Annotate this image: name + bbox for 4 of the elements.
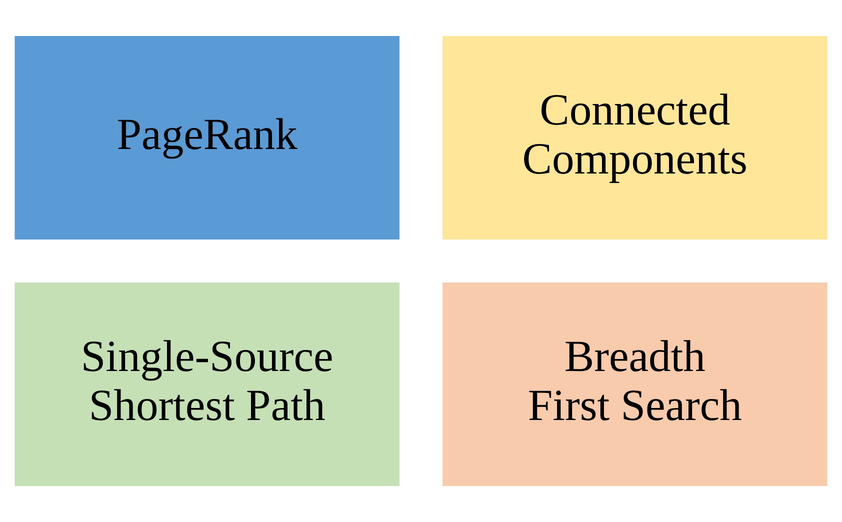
node-box: Breadth First Search — [442, 282, 828, 486]
node-box: Connected Components — [442, 36, 828, 240]
node-box: PageRank — [14, 36, 400, 240]
node-box: Single-Source Shortest Path — [14, 282, 400, 486]
